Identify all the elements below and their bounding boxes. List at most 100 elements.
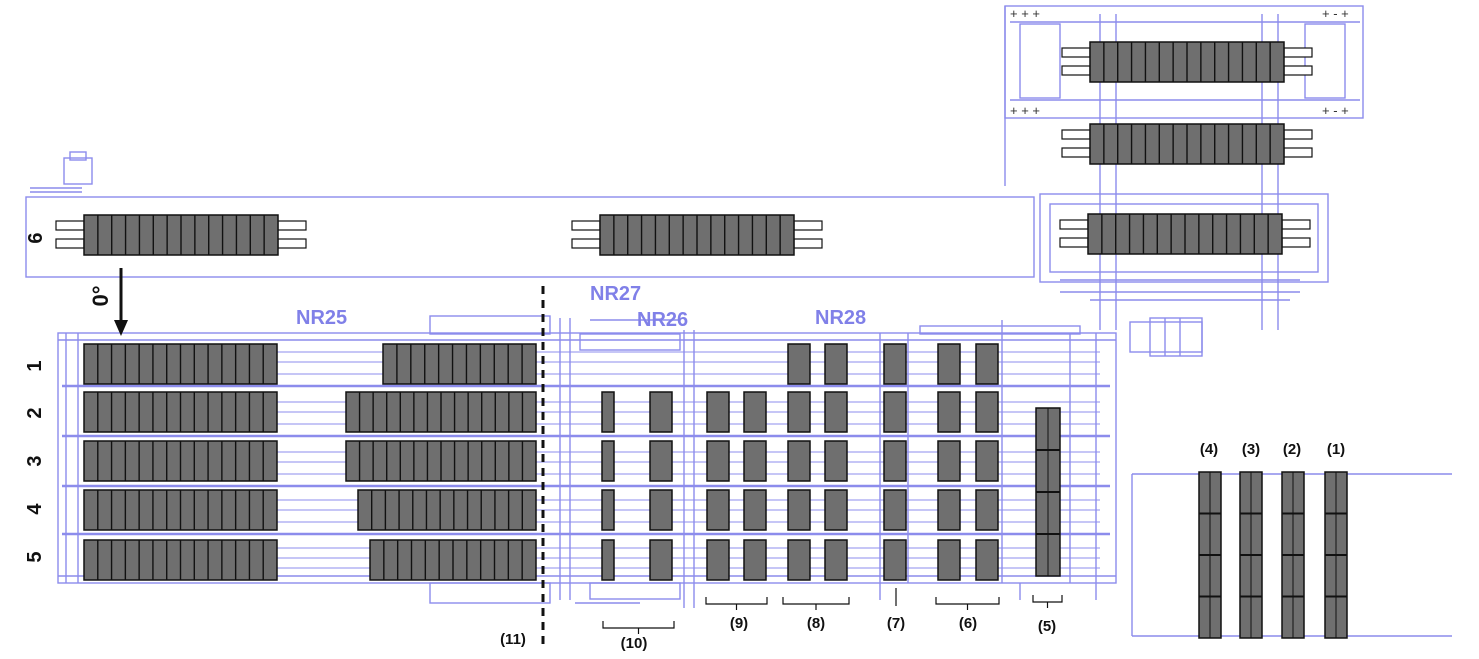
row-label-5: 5 bbox=[24, 551, 46, 562]
pallet-r2-c5 bbox=[787, 391, 811, 433]
vertical-stack-5 bbox=[1035, 407, 1061, 577]
bracket-8-line bbox=[782, 597, 850, 605]
bracket-label-9: (9) bbox=[730, 615, 748, 632]
pallet-r5-c7 bbox=[883, 539, 907, 581]
pallet-r5-c4 bbox=[743, 539, 767, 581]
bracket-label-6: (6) bbox=[959, 615, 977, 632]
bracket-6 bbox=[935, 597, 1000, 610]
bracket-9-line bbox=[705, 597, 768, 605]
pallet-r5-c5 bbox=[787, 539, 811, 581]
fork-prong bbox=[277, 220, 307, 231]
pallet-r4-c2 bbox=[649, 489, 673, 531]
pallet-r3-c6 bbox=[824, 440, 848, 482]
svg-text:+ + +: + + + bbox=[1010, 103, 1040, 118]
fork-prong bbox=[1283, 47, 1313, 58]
fork-prong bbox=[1059, 237, 1089, 248]
inset-label-2: (2) bbox=[1283, 441, 1301, 458]
row-labels: 6 0° 1 2 3 4 5 bbox=[24, 232, 113, 562]
row-label-3: 3 bbox=[24, 455, 46, 466]
pallet-r3-c1 bbox=[601, 440, 615, 482]
stack-machine-low bbox=[1087, 213, 1283, 255]
fork-prong bbox=[55, 238, 85, 249]
bracket-label-7: (7) bbox=[887, 615, 905, 632]
pallet-r3-c7 bbox=[883, 440, 907, 482]
pallet-r5-c1 bbox=[601, 539, 615, 581]
motor-icon bbox=[1129, 317, 1203, 357]
bracket-10-line bbox=[602, 621, 675, 629]
gearbox-icon bbox=[30, 151, 93, 193]
pallet-r1-c7 bbox=[883, 343, 907, 385]
stack-row4-nr25 bbox=[357, 489, 537, 531]
inset-column-1 bbox=[1324, 471, 1348, 639]
pallet-r3-c8 bbox=[937, 440, 961, 482]
pallet-r2-c4 bbox=[743, 391, 767, 433]
pallet-r2-c8 bbox=[937, 391, 961, 433]
pallet-r1-c8 bbox=[937, 343, 961, 385]
station-nr28: NR28 bbox=[815, 307, 866, 329]
pallet-r2-c2 bbox=[649, 391, 673, 433]
pallet-r3-c3 bbox=[706, 440, 730, 482]
stack-row2-nr25 bbox=[345, 391, 537, 433]
fork-prong bbox=[793, 238, 823, 249]
svg-text:+ - +: + - + bbox=[1322, 103, 1349, 118]
stack-row6-left bbox=[83, 214, 279, 256]
row-label-2: 2 bbox=[24, 407, 46, 418]
pallet-r5-c8 bbox=[937, 539, 961, 581]
svg-text:+ + +: + + + bbox=[1010, 6, 1040, 21]
station-labels: NR25 NR27 NR26 NR28 bbox=[296, 283, 866, 331]
pallet-r3-c4 bbox=[743, 440, 767, 482]
inset-labels: (4) (3) (2) (1) bbox=[1200, 441, 1345, 458]
inset-column-3 bbox=[1239, 471, 1263, 639]
pallet-r5-c3 bbox=[706, 539, 730, 581]
row-label-4: 4 bbox=[24, 503, 46, 515]
inset-column-2 bbox=[1281, 471, 1305, 639]
pallet-r4-c6 bbox=[824, 489, 848, 531]
stack-machine-top bbox=[1089, 41, 1285, 83]
fork-prong bbox=[1061, 147, 1091, 158]
bracket-5 bbox=[1032, 595, 1063, 608]
stack-row1-nr25-box bbox=[382, 343, 537, 385]
station-nr26: NR26 bbox=[637, 309, 688, 331]
pallet-r3-c9 bbox=[975, 440, 999, 482]
pallet-r4-c3 bbox=[706, 489, 730, 531]
stack-row5-nr25 bbox=[369, 539, 537, 581]
pallet-r4-c5 bbox=[787, 489, 811, 531]
station-nr27: NR27 bbox=[590, 283, 641, 305]
bracket-6-line bbox=[935, 597, 1000, 605]
fork-prong bbox=[1061, 129, 1091, 140]
fork-prong bbox=[1283, 129, 1313, 140]
fork-prong bbox=[55, 220, 85, 231]
pallet-r1-c6 bbox=[824, 343, 848, 385]
station-nr25: NR25 bbox=[296, 307, 347, 329]
main-table bbox=[57, 332, 1117, 584]
pallet-r4-c7 bbox=[883, 489, 907, 531]
inset-label-1: (1) bbox=[1327, 441, 1345, 458]
bracket-labels: (11) (10) (9) (8) (7) (6) (5) bbox=[500, 615, 1056, 652]
arrow-down-icon bbox=[114, 268, 128, 336]
bracket-label-11: (11) bbox=[500, 631, 526, 648]
fork-prong bbox=[1061, 47, 1091, 58]
stack-row4-left bbox=[83, 489, 278, 531]
fork-prong bbox=[1061, 65, 1091, 76]
stack-row3-nr25 bbox=[345, 440, 537, 482]
pallet-r2-c6 bbox=[824, 391, 848, 433]
bracket-9 bbox=[705, 597, 768, 610]
pallet-r2-c9 bbox=[975, 391, 999, 433]
pallet-r4-c8 bbox=[937, 489, 961, 531]
fork-prong bbox=[793, 220, 823, 231]
pallet-r5-c2 bbox=[649, 539, 673, 581]
bracket-10 bbox=[602, 621, 675, 634]
stack-row1-left bbox=[83, 343, 278, 385]
row-label-6: 6 bbox=[25, 232, 47, 243]
svg-text:+ - +: + - + bbox=[1322, 6, 1349, 21]
pallet-blocks bbox=[55, 41, 1348, 639]
fork-prong bbox=[571, 238, 601, 249]
fork-prong bbox=[571, 220, 601, 231]
fork-prong bbox=[277, 238, 307, 249]
pallet-r4-c4 bbox=[743, 489, 767, 531]
stack-machine-mid bbox=[1089, 123, 1285, 165]
inset-column-4 bbox=[1198, 471, 1222, 639]
pallet-r1-c9 bbox=[975, 343, 999, 385]
fork-prong bbox=[1283, 65, 1313, 76]
